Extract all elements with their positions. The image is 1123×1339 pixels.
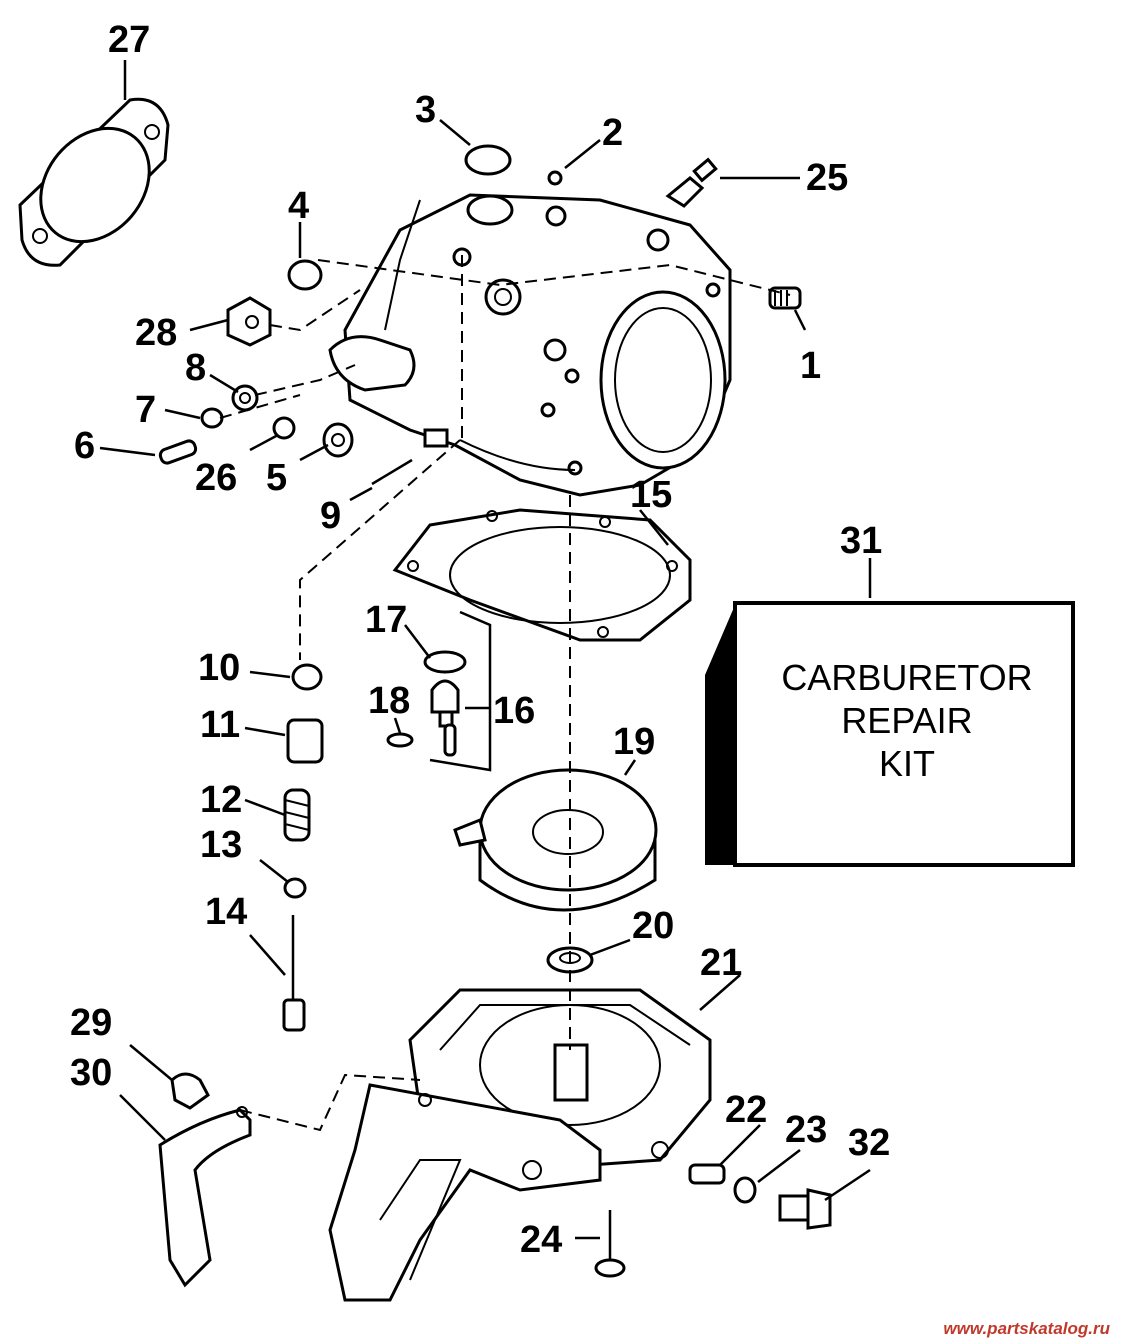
callout-32: 32	[848, 1122, 890, 1164]
callout-26: 26	[195, 457, 237, 499]
callout-10: 10	[198, 647, 240, 689]
callout-13: 13	[200, 824, 242, 866]
callout-28: 28	[135, 312, 177, 354]
callout-9: 9	[320, 495, 341, 537]
leader-lines	[99, 60, 872, 1240]
callout-19: 19	[613, 721, 655, 763]
callout-30: 30	[70, 1052, 112, 1094]
small-parts	[158, 144, 832, 1288]
callout-7: 7	[135, 389, 156, 431]
callout-24: 24	[520, 1219, 562, 1261]
part-16-needle-assembly	[386, 610, 492, 772]
callout-6: 6	[74, 425, 95, 467]
watermark-text: www.partskatalog.ru	[943, 1319, 1110, 1338]
callout-18: 18	[368, 680, 410, 722]
carburetor-body	[328, 193, 732, 497]
kit-line1: CARBURETOR	[781, 657, 1032, 698]
callout-22: 22	[725, 1089, 767, 1131]
callout-15: 15	[630, 474, 672, 516]
callout-25: 25	[806, 157, 848, 199]
part-21-float-bowl	[328, 988, 712, 1302]
callout-8: 8	[185, 347, 206, 389]
callout-14: 14	[205, 891, 247, 933]
callout-20: 20	[632, 905, 674, 947]
callout-16: 16	[493, 690, 535, 732]
part-27-flange-gasket	[18, 97, 170, 267]
part-19-float	[453, 768, 658, 912]
callout-17: 17	[365, 599, 407, 641]
kit-line2: REPAIR	[841, 700, 972, 741]
callout-21: 21	[700, 942, 742, 984]
callout-11: 11	[200, 704, 240, 746]
callout-27: 27	[108, 19, 150, 61]
callout-29: 29	[70, 1002, 112, 1044]
callout-23: 23	[785, 1109, 827, 1151]
callout-1: 1	[800, 345, 821, 387]
part-31-repair-kit-box: CARBURETOR REPAIR KIT	[705, 601, 1075, 867]
callout-4: 4	[288, 185, 309, 227]
callout-3: 3	[415, 89, 436, 131]
assembly-lines	[219, 255, 791, 1132]
callout-12: 12	[200, 779, 242, 821]
callout-31: 31	[840, 520, 882, 562]
callout-5: 5	[266, 457, 287, 499]
kit-line3: KIT	[879, 743, 935, 784]
part-15-body-gasket	[392, 508, 692, 642]
callout-labels: 27 3 2 25 4 28 1 8 7 6 26 5 9 15 31 17 1…	[70, 19, 890, 1261]
callout-2: 2	[602, 112, 623, 154]
